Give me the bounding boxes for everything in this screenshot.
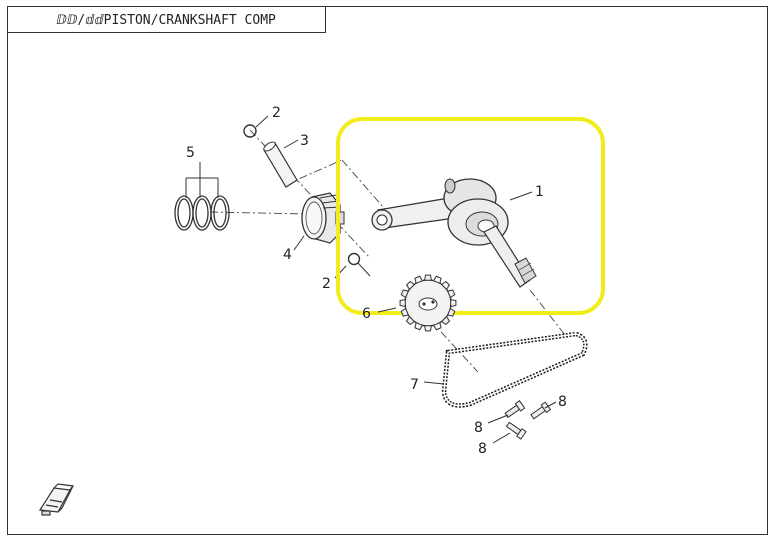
crankshaft-icon [371, 178, 537, 288]
callout-3: 3 [300, 133, 309, 149]
diagram-border [7, 6, 768, 535]
bolt-icons [504, 400, 552, 440]
callout-6: 6 [362, 306, 371, 322]
sprocket-tooth [405, 280, 416, 291]
callout-5: 5 [186, 145, 195, 161]
sprocket-tooth [424, 325, 432, 332]
callout-2a: 2 [272, 105, 281, 121]
callout-8a: 8 [474, 420, 483, 436]
callout-2b: 2 [322, 276, 331, 292]
sprocket-tooth [447, 289, 456, 299]
title-text: PISTON/CRANKSHAFT COMP [104, 13, 276, 28]
piston-rings [174, 195, 230, 231]
callout-1-leader [509, 191, 533, 201]
callout-2b-leader [357, 262, 371, 277]
sprocket-icon [399, 274, 457, 332]
callout-3-leader [283, 139, 299, 149]
sprocket-tooth [424, 274, 432, 281]
callout-7: 7 [410, 377, 419, 393]
callout-7-leader [423, 381, 445, 385]
callout-6-leader [377, 307, 397, 313]
callout-8c: 8 [558, 394, 567, 410]
sprocket-tooth [450, 299, 457, 307]
title-box [7, 6, 326, 33]
callout-4-leader [293, 235, 305, 251]
sprocket-tooth [440, 280, 451, 291]
sprocket-tooth [414, 275, 424, 284]
sprocket-tooth [447, 307, 456, 317]
sprocket-tooth [399, 299, 406, 307]
sprocket-tooth [440, 315, 451, 326]
circlip-top-icon [243, 124, 257, 138]
title-prefix: ⅅⅅ/ⅆⅆ [56, 13, 104, 28]
highlight-box [336, 117, 605, 315]
circlip-bottom-icon [347, 252, 361, 266]
timing-chain-icon [441, 331, 588, 408]
sprocket-tooth [405, 315, 416, 326]
sprocket-tooth [400, 289, 409, 299]
sprocket-tooth [400, 307, 409, 317]
sprocket-tooth [432, 275, 442, 284]
diagram-title: ⅅⅅ/ⅆⅆPISTON/CRANKSHAFT COMP [56, 13, 276, 28]
callout-1: 1 [535, 184, 544, 200]
callout-5-leader [185, 162, 219, 198]
piston-pin-icon [263, 141, 298, 188]
callout-8-leaders [487, 401, 557, 444]
callout-4: 4 [283, 247, 292, 263]
callout-2a-leader [255, 115, 269, 128]
engine-block-icon [38, 483, 75, 516]
callout-8b: 8 [478, 441, 487, 457]
sprocket-tooth [432, 322, 442, 331]
sprocket-tooth [414, 322, 424, 331]
